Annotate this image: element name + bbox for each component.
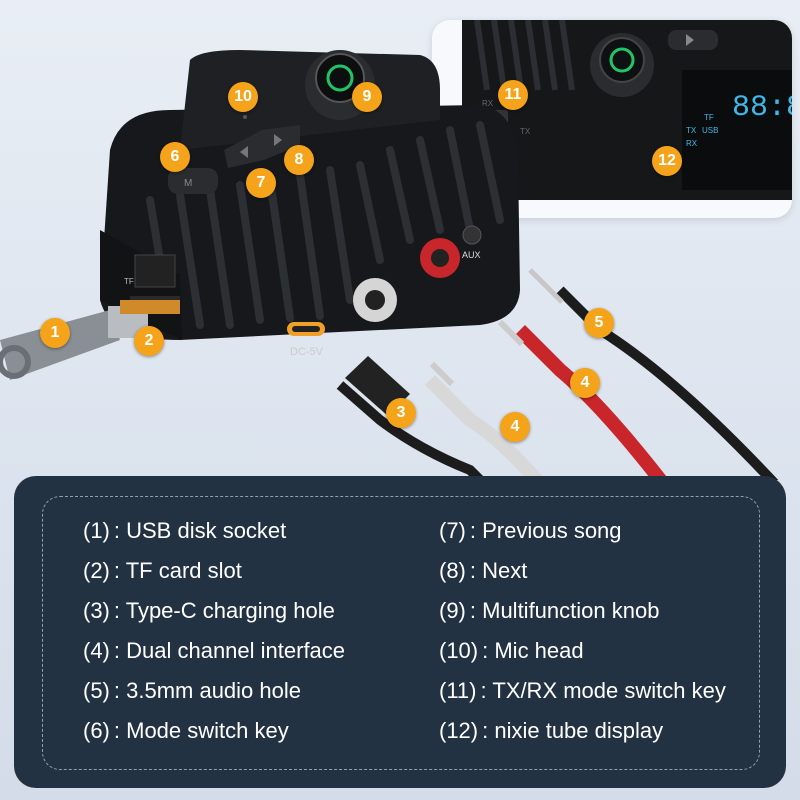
badge-7: 7 bbox=[246, 168, 276, 198]
inset-display: 88:8 TX TF RX USB RX TX bbox=[482, 91, 792, 148]
legend-item-11: (11): TX/RX mode switch key bbox=[439, 678, 726, 703]
legend-item-7: (7): Previous song bbox=[439, 518, 622, 543]
legend-item-9: (9): Multifunction knob bbox=[439, 598, 660, 623]
display-rx-label: RX bbox=[686, 139, 698, 148]
display-tf-label: TF bbox=[704, 113, 714, 122]
legend-item-3: (3): Type-C charging hole bbox=[83, 598, 335, 623]
legend-item-1: (1): USB disk socket bbox=[83, 518, 287, 543]
legend-panel: (1): USB disk socket (7): Previous song … bbox=[14, 476, 786, 788]
aux-label: AUX bbox=[462, 250, 481, 260]
badge-2: 2 bbox=[134, 326, 164, 356]
display-digits: 88:8 bbox=[732, 91, 792, 125]
legend-item-10: (10): Mic head bbox=[439, 638, 584, 663]
badge-1: 1 bbox=[40, 318, 70, 348]
legend-item-6: (6): Mode switch key bbox=[83, 718, 289, 743]
badge-3: 3 bbox=[386, 398, 416, 428]
inset-illustration bbox=[474, 20, 792, 190]
legend-grid: (1): USB disk socket (7): Previous song … bbox=[83, 511, 739, 751]
inset-tx-label: TX bbox=[520, 127, 531, 136]
display-tx-label: TX bbox=[686, 126, 697, 135]
detail-inset: 88:8 TX TF RX USB RX TX bbox=[432, 20, 792, 218]
badge-4b: 4 bbox=[570, 368, 600, 398]
badge-4a: 4 bbox=[500, 412, 530, 442]
inset-rx-label: RX bbox=[482, 99, 494, 108]
badge-12: 12 bbox=[652, 146, 682, 176]
tf-label: TF bbox=[124, 277, 134, 286]
svg-text:M: M bbox=[184, 178, 192, 189]
legend-border: (1): USB disk socket (7): Previous song … bbox=[42, 496, 760, 770]
badge-10: 10 bbox=[228, 82, 258, 112]
badge-9: 9 bbox=[352, 82, 382, 112]
mode-button-shape[interactable] bbox=[168, 168, 218, 194]
legend-item-12: (12): nixie tube display bbox=[439, 718, 664, 743]
device-illustration: M TF DC-5V AUX bbox=[0, 50, 779, 480]
badge-11: 11 bbox=[498, 80, 528, 110]
dc-label: DC-5V bbox=[290, 346, 324, 358]
legend-item-4: (4): Dual channel interface bbox=[83, 638, 346, 663]
badge-6: 6 bbox=[160, 142, 190, 172]
badge-5: 5 bbox=[584, 308, 614, 338]
badge-8: 8 bbox=[284, 145, 314, 175]
display-usb-label: USB bbox=[702, 126, 718, 135]
legend-item-5: (5): 3.5mm audio hole bbox=[83, 678, 301, 703]
legend-item-2: (2): TF card slot bbox=[83, 558, 242, 583]
legend-item-8: (8): Next bbox=[439, 558, 528, 583]
